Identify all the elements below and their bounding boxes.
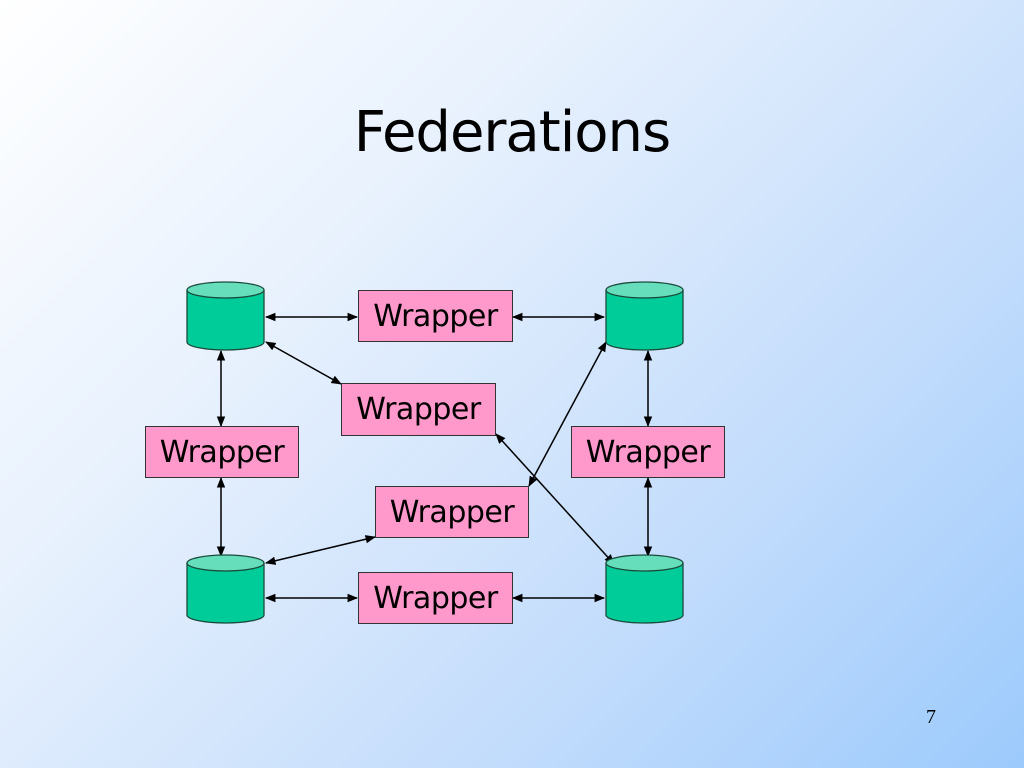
wrapper-top: Wrapper xyxy=(358,290,513,342)
wrapper-label: Wrapper xyxy=(159,434,285,470)
wrapper-center-lower: Wrapper xyxy=(375,486,529,538)
wrapper-label: Wrapper xyxy=(373,580,498,616)
page-number: 7 xyxy=(926,706,936,728)
wrapper-right: Wrapper xyxy=(571,426,725,478)
db-bottom-right-database-icon xyxy=(605,554,684,624)
wrapper-label: Wrapper xyxy=(373,298,498,334)
wrapper-center-upper: Wrapper xyxy=(341,383,496,436)
connection-dbbl-wrapper-center-lower xyxy=(264,535,377,565)
connection-wrapper-center-lower-dbtr xyxy=(528,341,607,487)
connection-wrapper-center-upper-dbbr xyxy=(495,433,615,565)
wrapper-label: Wrapper xyxy=(389,494,515,530)
db-top-left-database-icon xyxy=(186,281,265,351)
wrapper-left: Wrapper xyxy=(145,426,299,478)
slide-title: Federations xyxy=(353,100,671,165)
wrapper-label: Wrapper xyxy=(356,392,481,427)
db-top-right-database-icon xyxy=(605,281,684,351)
db-bottom-left-database-icon xyxy=(186,554,265,624)
wrapper-bottom: Wrapper xyxy=(358,572,513,624)
wrapper-label: Wrapper xyxy=(585,434,711,470)
connection-dbtl-wrapper-center-upper xyxy=(265,341,342,385)
